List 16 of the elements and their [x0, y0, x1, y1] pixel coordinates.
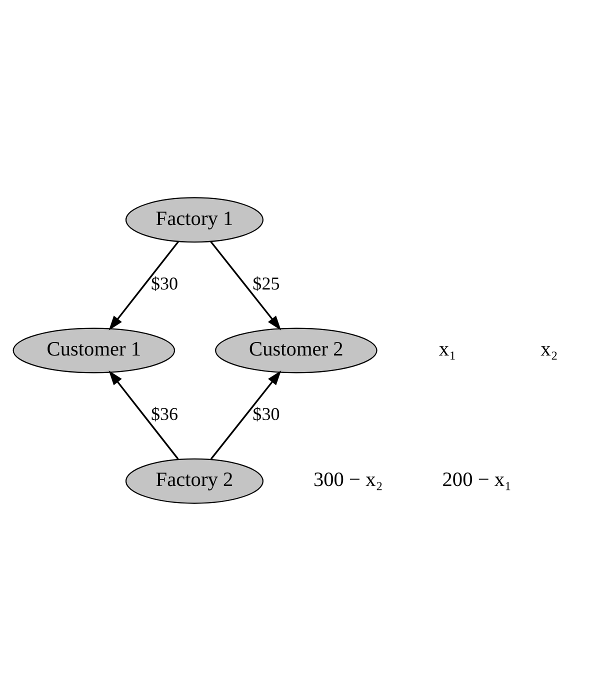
label: 300 − x₂ — [313, 468, 383, 491]
label: x₁ — [438, 338, 456, 360]
edge-label: $30 — [150, 272, 178, 293]
edge-label: $25 — [252, 272, 280, 293]
node-ellipse: Customer 1 — [12, 327, 176, 373]
label: 200 − x₁ — [442, 468, 512, 491]
edge-label: $30 — [252, 404, 280, 424]
arrow — [210, 240, 282, 330]
arrow — [108, 370, 179, 460]
arrow — [210, 370, 282, 460]
label: x₂ — [540, 338, 558, 360]
node-ellipse: Customer 2 — [215, 327, 378, 373]
node-ellipse: Factory 2 — [125, 458, 264, 504]
node-ellipse: Factory 1 — [125, 196, 264, 242]
edge-label: $36 — [150, 404, 178, 424]
arrow — [108, 240, 179, 330]
